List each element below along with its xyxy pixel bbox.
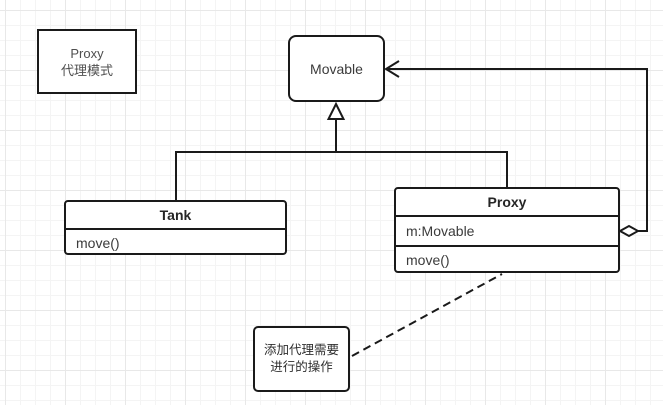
aggregation-diamond-icon [617,224,641,238]
note-line1: 添加代理需要 [263,343,339,357]
pattern-title-box[interactable]: Proxy 代理模式 [37,29,137,94]
class-proxy-field: m:Movable [396,217,618,247]
note-dashed-connector[interactable] [351,273,503,357]
pattern-title-line1: Proxy [70,45,104,61]
note-box[interactable]: 添加代理需要 进行的操作 [253,326,350,392]
inheritance-triangle-icon [326,101,346,120]
aggregation-connector[interactable] [387,68,648,232]
class-proxy-method: move() [406,252,450,268]
class-tank[interactable]: Tank move() [64,200,287,255]
open-arrowhead-icon [384,60,400,78]
pattern-title-line2: 代理模式 [60,62,113,78]
class-movable[interactable]: Movable [288,35,385,102]
class-tank-method: move() [76,234,120,251]
class-proxy-name: Proxy [396,189,618,217]
inheritance-connector[interactable] [175,119,508,200]
note-line2: 进行的操作 [270,360,333,374]
class-tank-name: Tank [66,202,285,230]
class-movable-name: Movable [310,60,363,77]
class-proxy[interactable]: Proxy m:Movable move() [394,187,620,273]
